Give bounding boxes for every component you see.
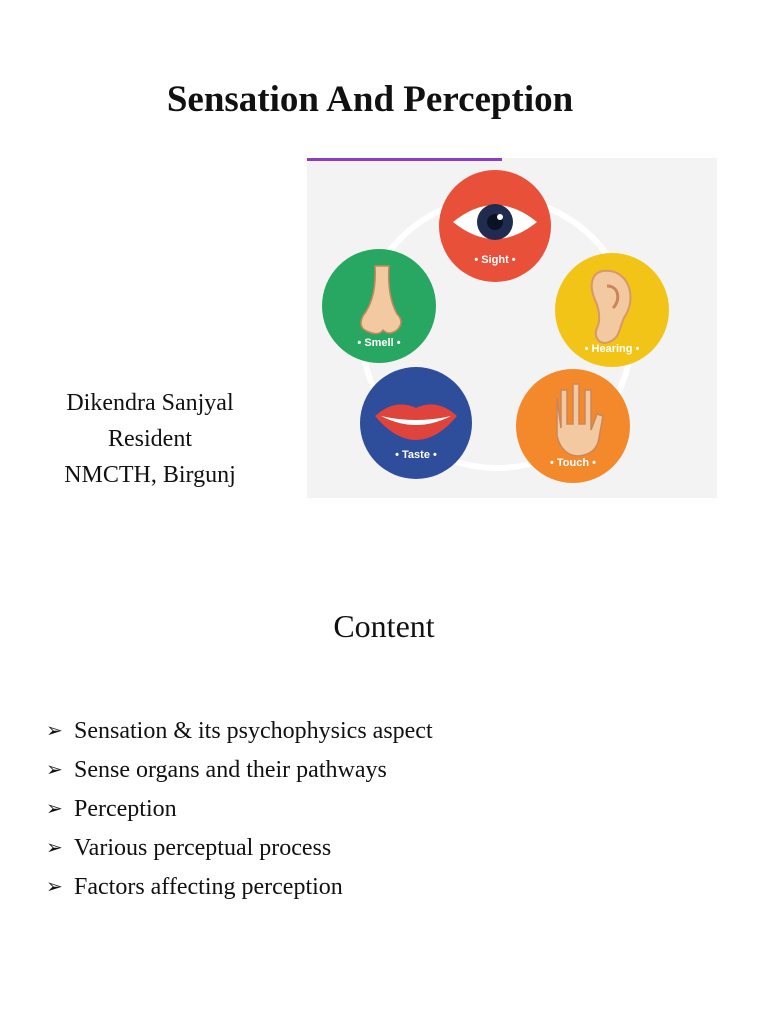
content-heading: Content (333, 608, 435, 644)
ear-icon (590, 269, 632, 344)
sight-badge: • Sight • (439, 170, 551, 282)
arrow-bullet-icon: ➢ (46, 759, 63, 781)
list-item-text: Sensation & its psychophysics aspect (74, 718, 433, 744)
list-item: ➢ Sense organs and their pathways (46, 751, 433, 790)
author-block: Dikendra Sanjyal Resident NMCTH, Birgunj (30, 385, 270, 493)
list-item: ➢ Various perceptual process (46, 829, 433, 868)
list-item: ➢ Perception (46, 790, 433, 829)
author-name: Dikendra Sanjyal (66, 390, 234, 416)
author-role: Resident (108, 426, 192, 452)
list-item-text: Perception (74, 796, 177, 822)
smell-badge: • Smell • (322, 249, 436, 363)
sight-label: • Sight • (474, 254, 515, 266)
list-item-text: Sense organs and their pathways (74, 757, 387, 783)
touch-badge: • Touch • (516, 369, 630, 483)
list-item: ➢ Factors affecting perception (46, 868, 433, 907)
taste-badge: • Taste • (360, 367, 472, 479)
list-item-text: Various perceptual process (74, 835, 332, 861)
list-item-text: Factors affecting perception (74, 874, 343, 900)
five-senses-illustration: • Sight • • Hearing • • Touch • (307, 158, 717, 498)
slide-title: Sensation And Perception (166, 79, 574, 120)
author-institution: NMCTH, Birgunj (64, 462, 236, 488)
eye-icon (453, 204, 537, 240)
taste-label: • Taste • (395, 449, 437, 461)
hand-icon (556, 383, 604, 457)
arrow-bullet-icon: ➢ (46, 798, 63, 820)
arrow-bullet-icon: ➢ (46, 837, 63, 859)
arrow-bullet-icon: ➢ (46, 720, 63, 742)
lips-icon (375, 404, 457, 440)
arrow-bullet-icon: ➢ (46, 876, 63, 898)
content-list: ➢ Sensation & its psychophysics aspect ➢ S… (46, 712, 433, 907)
hearing-label: • Hearing • (585, 343, 640, 355)
smell-label: • Smell • (357, 337, 400, 349)
hearing-badge: • Hearing • (555, 253, 669, 367)
list-item: ➢ Sensation & its psychophysics aspect (46, 712, 433, 751)
touch-label: • Touch • (550, 457, 596, 469)
nose-icon (360, 265, 402, 335)
